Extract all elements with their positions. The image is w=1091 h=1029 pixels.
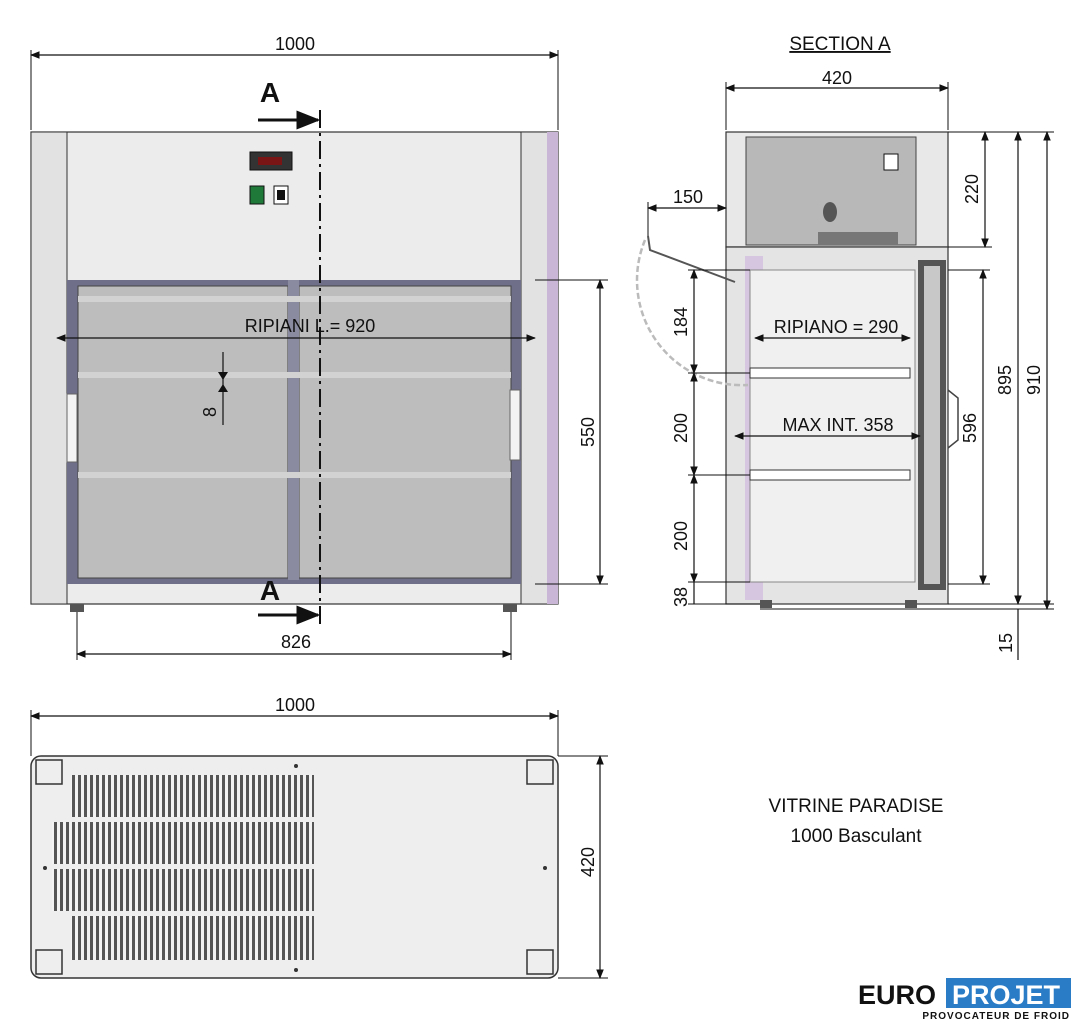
section-shelf <box>749 367 911 379</box>
right-side-accent <box>547 132 558 604</box>
ventilation-grille <box>52 869 314 911</box>
shelf-gap-dimension: 200 <box>671 521 691 551</box>
front-width-dimension: 1000 <box>275 34 315 54</box>
left-side-panel <box>30 131 68 605</box>
shelf <box>78 372 511 378</box>
shelf <box>78 296 511 302</box>
thickness-arrow <box>218 384 228 392</box>
feet-span-dimension: 826 <box>281 632 311 652</box>
front-view: 1000 A A RIPIANI L.= 920 <box>30 34 608 660</box>
height-b-dimension: 910 <box>1024 365 1044 395</box>
foot <box>70 604 84 612</box>
max-int-label: MAX INT. 358 <box>782 415 893 435</box>
logo-tagline: PROVOCATEUR DE FROID <box>922 1011 1070 1022</box>
screw-hole <box>43 866 47 870</box>
interior <box>749 269 916 583</box>
shelf-depth-label: RIPIANO = 290 <box>774 317 899 337</box>
glass-thickness-dimension: 8 <box>200 407 220 417</box>
compressor-compartment <box>745 136 917 246</box>
section-shelf <box>749 469 911 481</box>
section-view: SECTION A 420 150 220 <box>635 34 1054 660</box>
shelf-gap-dimension: 200 <box>671 413 691 443</box>
base-dimension: 38 <box>671 587 691 607</box>
center-mullion <box>288 280 299 580</box>
foot <box>503 604 517 612</box>
shelf <box>78 472 511 478</box>
screw-hole <box>294 968 298 972</box>
height-a-dimension: 895 <box>995 365 1015 395</box>
section-marker-top: A <box>260 77 280 108</box>
door-swing-arc <box>635 239 749 387</box>
section-marker-bottom: A <box>260 575 280 606</box>
display-digits <box>258 157 282 165</box>
right-handle <box>509 389 521 461</box>
section-depth-dimension: 420 <box>822 68 852 88</box>
corner-bracket <box>526 759 554 785</box>
top-dimension: 220 <box>962 174 982 204</box>
open-door-outline <box>647 235 736 283</box>
door-glass-section <box>924 266 940 584</box>
door-open-dimension: 150 <box>673 187 703 207</box>
section-title: SECTION A <box>789 34 891 55</box>
thickness-arrow <box>218 372 228 380</box>
logo-blue-box <box>946 978 1071 1008</box>
switch-toggle <box>277 190 285 200</box>
compressor-icon <box>823 202 837 222</box>
left-handle <box>66 393 78 463</box>
switch-icon <box>883 153 899 171</box>
foot-dimension: 15 <box>996 633 1016 653</box>
corner-bracket <box>526 949 554 975</box>
europrojet-logo: EURO PROJET PROVOCATEUR DE FROID <box>858 978 1071 1022</box>
bottom-depth-dimension: 420 <box>578 847 598 877</box>
caption-line-1: VITRINE PARADISE <box>769 796 944 817</box>
caption-line-2: 1000 Basculant <box>791 826 923 847</box>
screw-hole <box>543 866 547 870</box>
logo-projet: PROJET <box>952 980 1061 1010</box>
foot <box>905 600 917 608</box>
compressor-base <box>818 232 898 245</box>
foot <box>760 600 772 608</box>
ventilation-grille <box>71 916 314 960</box>
height-dimension: 550 <box>578 417 598 447</box>
ventilation-grille <box>71 775 314 817</box>
ventilation-grille <box>52 822 314 864</box>
door-handle <box>947 389 959 449</box>
shelf-gap-dimension: 184 <box>671 307 691 337</box>
bottom-view: 1000 420 <box>30 695 608 979</box>
interior-height-dimension: 596 <box>960 413 980 443</box>
switch-icon <box>249 185 265 205</box>
logo-euro: EURO <box>858 980 936 1010</box>
corner-bracket <box>35 949 63 975</box>
corner-bracket <box>35 759 63 785</box>
bottom-width-dimension: 1000 <box>275 695 315 715</box>
screw-hole <box>294 764 298 768</box>
shelf-length-label: RIPIANI L.= 920 <box>245 316 376 336</box>
